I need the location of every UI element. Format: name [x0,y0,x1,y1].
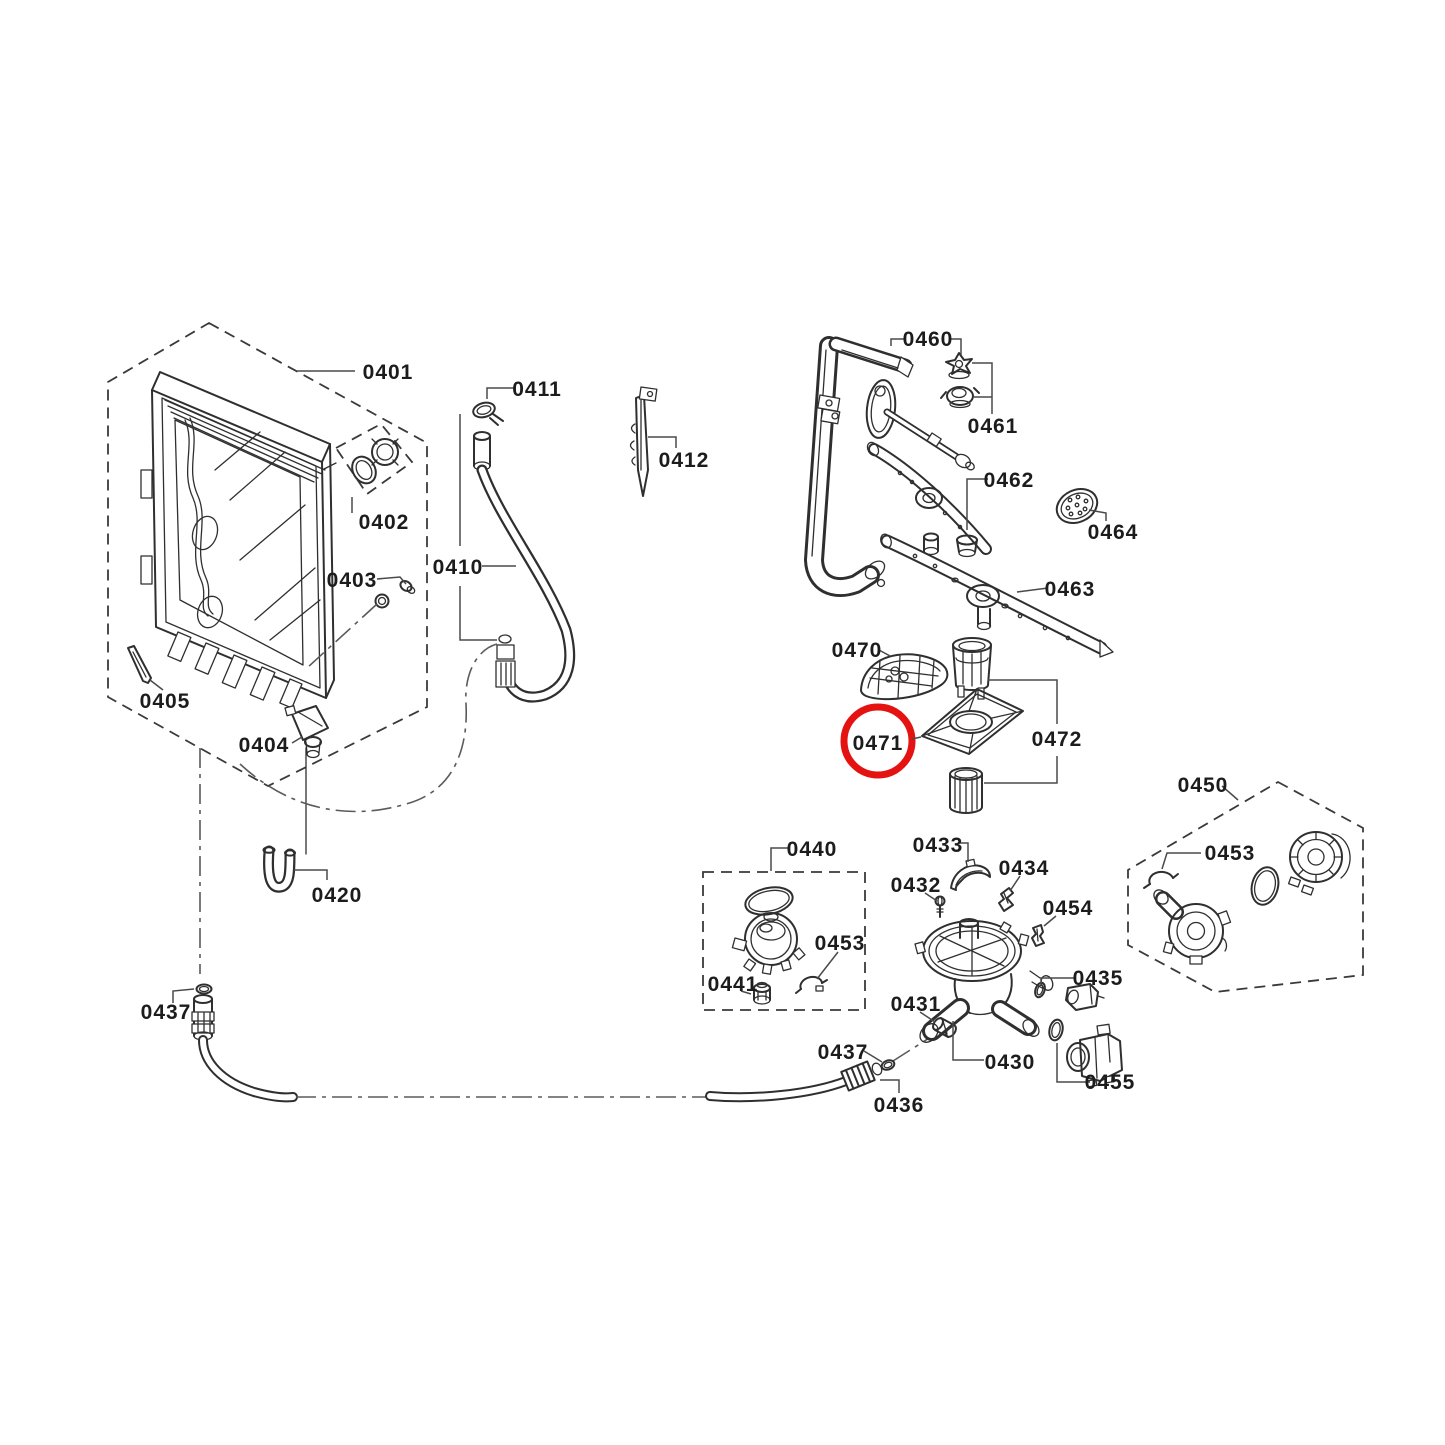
lower-spray-arm-0463 [880,533,1114,658]
part-label-0411: 0411 [512,378,562,401]
part-label-0437-left: 0437 [141,1001,192,1024]
part-label-0472: 0472 [1032,728,1083,751]
door-inner-panel [140,371,335,855]
dashed-box-door-assembly-0401 [107,321,428,788]
clamp-0453-right [1143,870,1179,889]
fill-hose-0410 [473,431,576,703]
solenoid-valve-0404 [284,705,329,759]
panel-fittings-0403 [374,579,416,609]
pump-housing [1153,889,1232,965]
part-label-0434: 0434 [999,857,1050,880]
circulation-motor [1287,831,1351,896]
stake-clip-0412 [629,386,658,497]
upper-spray-arm-0462 [866,441,992,558]
crescent-shim-0433 [950,858,991,891]
part-labels: 0401 0402 0403 0404 0405 0410 0411 0412 … [140,328,1256,1117]
cap-part-0461 [940,386,980,409]
vent-hose-0420 [262,845,296,893]
part-label-0410: 0410 [433,556,484,579]
part-label-0403: 0403 [327,569,378,592]
part-label-0435: 0435 [1073,967,1124,990]
dashed-box-pump-kit-0450 [1127,780,1364,993]
part-label-0441: 0441 [708,973,759,996]
part-label-0401: 0401 [363,361,414,384]
part-label-0402: 0402 [359,511,410,534]
flat-filter-plate-0471 [921,688,1024,755]
part-label-0471-highlighted: 0471 [853,732,904,755]
drain-hose-right [705,1059,896,1103]
clip-0454 [1031,924,1045,947]
clamp-0453-left [795,975,828,994]
part-label-0450: 0450 [1178,774,1229,797]
drain-pump-0455 [1048,1018,1123,1088]
part-label-0412: 0412 [659,449,710,472]
part-label-0464: 0464 [1088,521,1139,544]
drain-hose-left-0437 [191,983,298,1103]
part-label-0404: 0404 [239,734,290,757]
pump-o-ring [1250,866,1280,906]
micro-filter-cylinder [949,767,983,814]
screw-0432 [934,895,946,918]
part-label-0437-right: 0437 [818,1041,869,1064]
filter-housing-top [952,637,992,700]
heater-pump-head-0440 [731,886,806,975]
part-label-0453-right: 0453 [1205,842,1256,865]
part-label-0454: 0454 [1043,897,1094,920]
feed-pipe-frame-0460 [804,336,975,597]
leader-lines [149,338,1239,1093]
sump-assembly-0430 [914,918,1054,1043]
mesh-filter-0470 [860,653,949,701]
part-label-0431: 0431 [891,993,942,1016]
part-label-0436: 0436 [874,1094,925,1117]
part-label-0462: 0462 [984,469,1035,492]
door-seal-kit [321,438,399,485]
dashed-box-seal-kit-0402 [334,422,414,496]
impeller-part-0460 [945,352,973,380]
dashed-box-heater-kit-0440 [702,871,866,1011]
part-label-0405: 0405 [140,690,191,713]
hinge-pin-0405 [127,645,152,684]
part-label-0432: 0432 [891,874,942,897]
highlight-circle-0471 [840,703,916,779]
part-label-0453-left: 0453 [815,932,866,955]
part-label-0433: 0433 [913,834,964,857]
part-label-0455: 0455 [1085,1071,1136,1094]
part-label-0460: 0460 [903,328,954,351]
part-label-0440: 0440 [787,838,838,861]
part-label-0430: 0430 [985,1051,1036,1074]
part-label-0420: 0420 [312,884,363,907]
cap-0441 [753,981,771,1005]
part-label-0461: 0461 [968,415,1019,438]
part-label-0470: 0470 [832,639,883,662]
hose-clamp-0411 [472,401,504,426]
clip-0434 [998,887,1014,912]
sieve-disc-0464 [1055,487,1099,525]
check-valve-0435 [1034,981,1105,1011]
part-label-0463: 0463 [1045,578,1096,601]
